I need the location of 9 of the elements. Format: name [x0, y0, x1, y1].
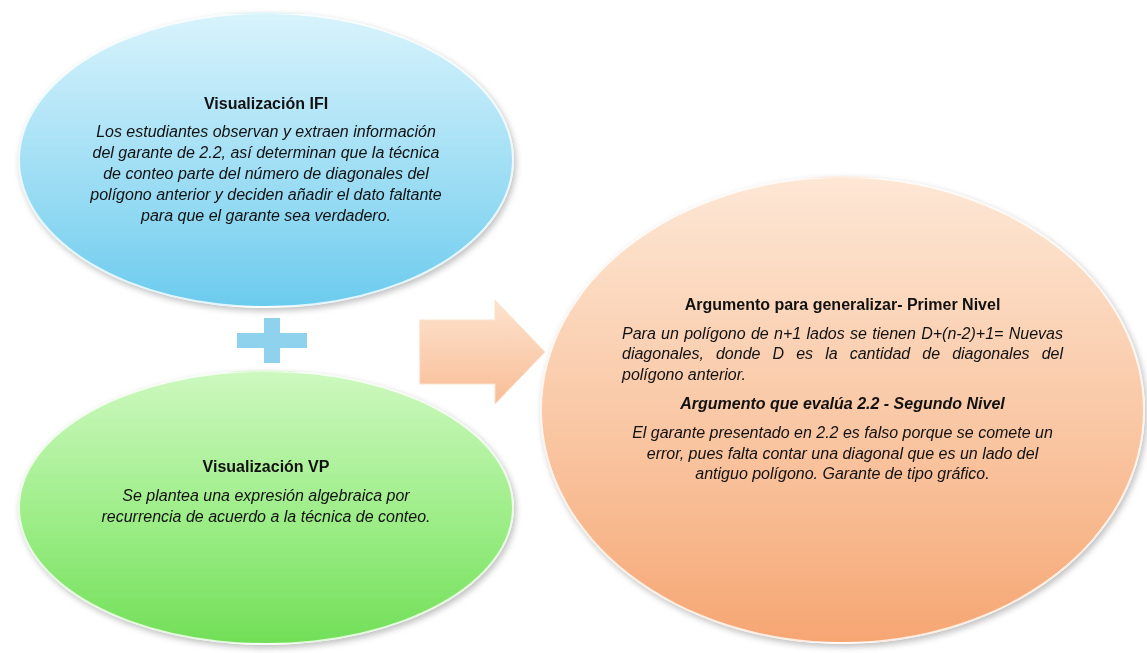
- description-text: El garante presentado en 2.2 es falso porque se comete un error, pues falta contar una diagonal que es un lado del antiguo polígono. Garante de tipo gráfico.: [631, 422, 1054, 485]
- heading-text: Argumento que evalúa 2.2 - Segundo Nivel: [679, 394, 1006, 414]
- heading-text: Argumento para generalizar- Primer Nivel: [683, 294, 1002, 315]
- heading-text: Visualización VP: [201, 457, 331, 478]
- heading-text: Visualización IFI: [202, 93, 330, 114]
- description-text: Los estudiantes observan y extraen información del garante de 2.2, así determinan que la técnica de conteo parte del número de diagonales del polígono anterior y deciden añadir el dato faltante para que el garante sea verdadero.: [90, 122, 442, 226]
- description-text: Se plantea una expresión algebraica por recurrencia de acuerdo a la técnica de conteo.: [100, 486, 432, 527]
- description-text: Para un polígono de n+1 lados se tienen D+(n-2)+1= Nuevas diagonales, donde D es la cantidad de diagonales del polígono anterior.: [622, 323, 1063, 386]
- block-arrow: [419, 299, 546, 405]
